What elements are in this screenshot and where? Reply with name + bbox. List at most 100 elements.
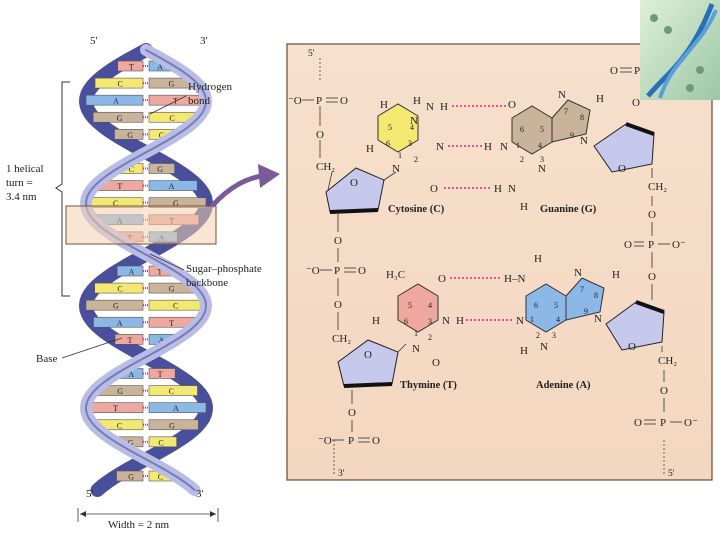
- base-G: [148, 419, 199, 431]
- base-letter: G: [117, 387, 123, 396]
- oxygen: O: [334, 299, 342, 311]
- base-letter: G: [128, 473, 134, 482]
- atom-h: H: [484, 141, 492, 153]
- atom-o: O: [432, 357, 440, 369]
- svg-text:6: 6: [520, 125, 524, 134]
- ring-oxygen: O: [364, 349, 372, 361]
- svg-text:5: 5: [540, 125, 544, 134]
- atom-o: O: [430, 183, 438, 195]
- atom-n: N: [508, 183, 516, 195]
- base-label: Base: [36, 353, 58, 365]
- ch2-group: CH₂: [332, 333, 351, 345]
- svg-text:7: 7: [580, 285, 584, 294]
- base-letter: C: [169, 114, 174, 123]
- atom-n: N: [574, 267, 582, 279]
- base-letter: A: [169, 182, 175, 191]
- hydrogen-bond-label-1: Hydrogen: [188, 81, 232, 93]
- base-letter: A: [113, 97, 119, 106]
- oxygen: O: [316, 129, 324, 141]
- atom-h: H: [413, 95, 421, 107]
- oxygen: O: [348, 407, 356, 419]
- svg-text:2: 2: [536, 331, 540, 340]
- oxygen: O: [372, 435, 380, 447]
- svg-text:6: 6: [404, 317, 408, 326]
- hydrogen-bonds-ta: [450, 277, 512, 321]
- atom-h: H: [440, 101, 448, 113]
- phosphorus: P: [334, 265, 340, 277]
- phosphorus: P: [648, 239, 654, 251]
- backbone-label-2: backbone: [186, 277, 228, 289]
- phosphate-group-top-right: O P O CH₂ O O P O⁻ O: [610, 65, 686, 300]
- methyl-group: H₃C: [386, 269, 405, 281]
- base-letter: G: [169, 421, 175, 430]
- svg-text:7: 7: [564, 107, 568, 116]
- atom-h: H: [456, 315, 464, 327]
- deoxyribose-sugar-3: O: [593, 122, 655, 175]
- atom-h: H: [520, 201, 528, 213]
- base-A: [148, 402, 207, 413]
- deoxyribose-sugar-4: O: [605, 300, 665, 353]
- hydrogen-bond-label-2: bond: [188, 95, 211, 107]
- detail-5prime-top: 5': [308, 49, 315, 59]
- atom-n: N: [436, 141, 444, 153]
- oxygen: O: [610, 65, 618, 77]
- atom-o: O: [508, 99, 516, 111]
- ring-oxygen: O: [618, 163, 626, 175]
- backbone-pointer: [149, 253, 185, 271]
- base-letter: C: [169, 387, 174, 396]
- base-letter: C: [129, 165, 134, 174]
- atom-n: N: [426, 101, 434, 113]
- phosphorus: P: [316, 95, 322, 107]
- oxygen-minus: O⁻: [684, 417, 698, 429]
- base-letter: G: [127, 131, 133, 140]
- svg-text:6: 6: [534, 301, 538, 310]
- base-G: [148, 163, 175, 174]
- base-letter: T: [129, 63, 134, 72]
- base-letter: G: [173, 199, 179, 208]
- base-letter: G: [117, 114, 123, 123]
- oxygen: O: [634, 417, 642, 429]
- atom-n: N: [412, 343, 420, 355]
- base-letter: C: [117, 421, 122, 430]
- oxygen: O: [648, 271, 656, 283]
- atom-h: H: [596, 93, 604, 105]
- base-letter: C: [159, 131, 164, 140]
- svg-text:1: 1: [398, 151, 402, 160]
- atom-h: H: [520, 345, 528, 357]
- base-letter: T: [113, 404, 118, 413]
- oxygen: O: [358, 265, 366, 277]
- helical-turn-label-2: turn =: [6, 177, 33, 189]
- oxygen: O: [632, 97, 640, 109]
- atom-n: N: [558, 89, 566, 101]
- detail-panel: [286, 43, 713, 481]
- atom-h: H: [372, 315, 380, 327]
- svg-text:1: 1: [530, 315, 534, 324]
- oxygen: O: [660, 385, 668, 397]
- base-letter: A: [128, 370, 134, 379]
- backbone-label-1: Sugar–phosphate: [186, 263, 262, 275]
- deoxyribose-sugar-2: O: [337, 339, 399, 388]
- base-letter: G: [113, 302, 119, 311]
- ring-oxygen: O: [350, 177, 358, 189]
- phosphorus: P: [348, 435, 354, 447]
- atom-h: H: [612, 269, 620, 281]
- base-C: [148, 385, 198, 396]
- thymine-name: Thymine (T): [400, 380, 457, 391]
- phosphorus: P: [634, 65, 640, 77]
- corner-dna-thumbnail: [640, 0, 720, 100]
- deoxyribose-sugar-1: O: [325, 167, 385, 214]
- atom-n: N: [538, 163, 546, 175]
- base-letter: G: [128, 438, 134, 447]
- phosphate-group-top-left: ⁻O P O O CH₂: [288, 95, 348, 173]
- cytosine-name: Cytosine (C): [388, 204, 445, 215]
- helix-bottom-5prime: 5': [86, 488, 94, 500]
- width-label: Width = 2 nm: [108, 519, 170, 531]
- base-letter: C: [158, 438, 163, 447]
